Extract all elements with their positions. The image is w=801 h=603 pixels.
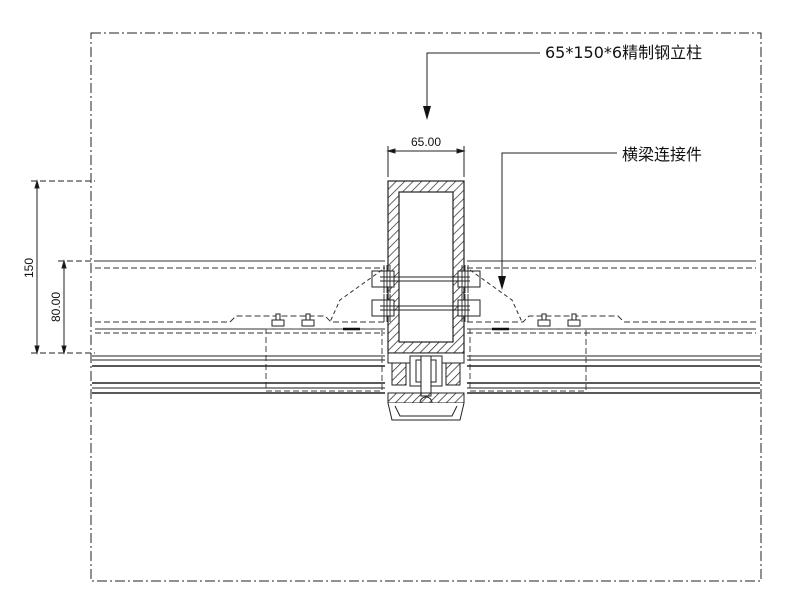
connector-label: 横梁连接件 — [622, 145, 702, 164]
height-total-dimension-text: 150 — [22, 258, 36, 278]
cap-assembly — [387, 352, 465, 421]
arrowheads — [423, 106, 506, 290]
beam-connector — [329, 269, 523, 323]
panel-screws — [271, 313, 581, 327]
drawing-frame — [90, 32, 762, 582]
glass-lines — [92, 355, 760, 394]
column-label: 65*150*6精制钢立柱 — [545, 43, 702, 62]
leaders — [426, 52, 617, 278]
width-dimension-text: 65.00 — [411, 135, 441, 149]
dimension-width — [386, 146, 466, 177]
panel-lines — [95, 260, 756, 334]
dimension-heights — [31, 179, 95, 355]
height-partial-dimension-text: 80.00 — [49, 292, 63, 322]
steel-column — [387, 180, 465, 354]
column-bolts — [371, 265, 481, 322]
